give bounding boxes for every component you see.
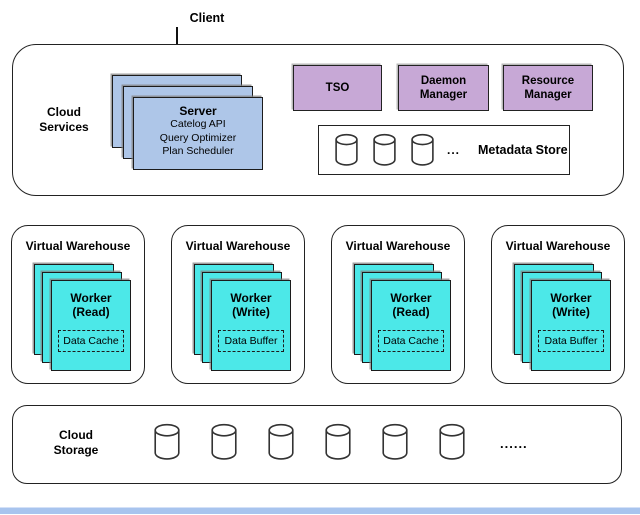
worker-title: Worker [390,291,432,305]
worker-box: Worker (Write) Data Buffer [211,280,291,371]
client-label: Client [189,11,225,25]
database-cylinder-icon [154,423,180,460]
database-cylinder-icon [211,423,237,460]
worker-box: Worker (Read) Data Cache [51,280,131,371]
database-cylinder-icon [411,133,434,166]
data-cache-box: Data Cache [378,330,444,352]
worker-title: Worker [230,291,272,305]
daemon-manager-label: Daemon Manager [419,75,468,101]
server-item-query-optimizer: Query Optimizer [159,131,237,144]
storage-ellipsis: ...... [500,436,528,451]
database-cylinder-icon [325,423,351,460]
virtual-warehouse-3: Virtual Warehouse Worker (Read) Data Cac… [331,225,465,384]
metadata-ellipsis: ... [447,143,461,157]
daemon-manager-box: Daemon Manager [398,65,489,111]
resource-manager-label: Resource Manager [521,75,575,101]
warehouse-title: Virtual Warehouse [345,239,451,253]
virtual-warehouse-1: Virtual Warehouse Worker (Read) Data Cac… [11,225,145,384]
worker-title: Worker [70,291,112,305]
server-title: Server [179,104,217,118]
metadata-store-label: Metadata Store [478,143,568,157]
warehouse-title: Virtual Warehouse [505,239,611,253]
storage-cylinders [152,421,494,463]
worker-box: Worker (Read) Data Cache [371,280,451,371]
metadata-store-box: ... Metadata Store [318,125,570,175]
worker-box: Worker (Write) Data Buffer [531,280,611,371]
worker-mode: (Write) [552,304,590,319]
window-edge-bar [0,507,640,514]
database-cylinder-icon [382,423,408,460]
virtual-warehouse-2: Virtual Warehouse Worker (Write) Data Bu… [171,225,305,384]
database-cylinder-icon [373,133,396,166]
warehouse-title: Virtual Warehouse [25,239,131,253]
database-cylinder-icon [268,423,294,460]
tso-label: TSO [325,82,350,94]
data-buffer-box: Data Buffer [538,330,604,352]
worker-mode: (Read) [392,304,430,319]
warehouse-title: Virtual Warehouse [185,239,291,253]
server-item-catalog-api: Catelog API [170,118,226,130]
data-buffer-box: Data Buffer [218,330,284,352]
worker-mode: (Read) [72,304,110,319]
cloud-storage-panel: Cloud Storage [12,405,622,484]
data-cache-box: Data Cache [58,330,124,352]
tso-box: TSO [293,65,382,111]
cloud-storage-label: Cloud Storage [53,428,99,457]
server-item-plan-scheduler: Plan Scheduler [162,145,234,157]
database-cylinder-icon [335,133,358,166]
cloud-services-label: Cloud Services [39,105,89,134]
resource-manager-box: Resource Manager [503,65,593,111]
virtual-warehouse-4: Virtual Warehouse Worker (Write) Data Bu… [491,225,625,384]
worker-mode: (Write) [232,304,270,319]
server-box: Server Catelog API Query Optimizer Plan … [133,97,263,170]
database-cylinder-icon [439,423,465,460]
worker-title: Worker [550,291,592,305]
